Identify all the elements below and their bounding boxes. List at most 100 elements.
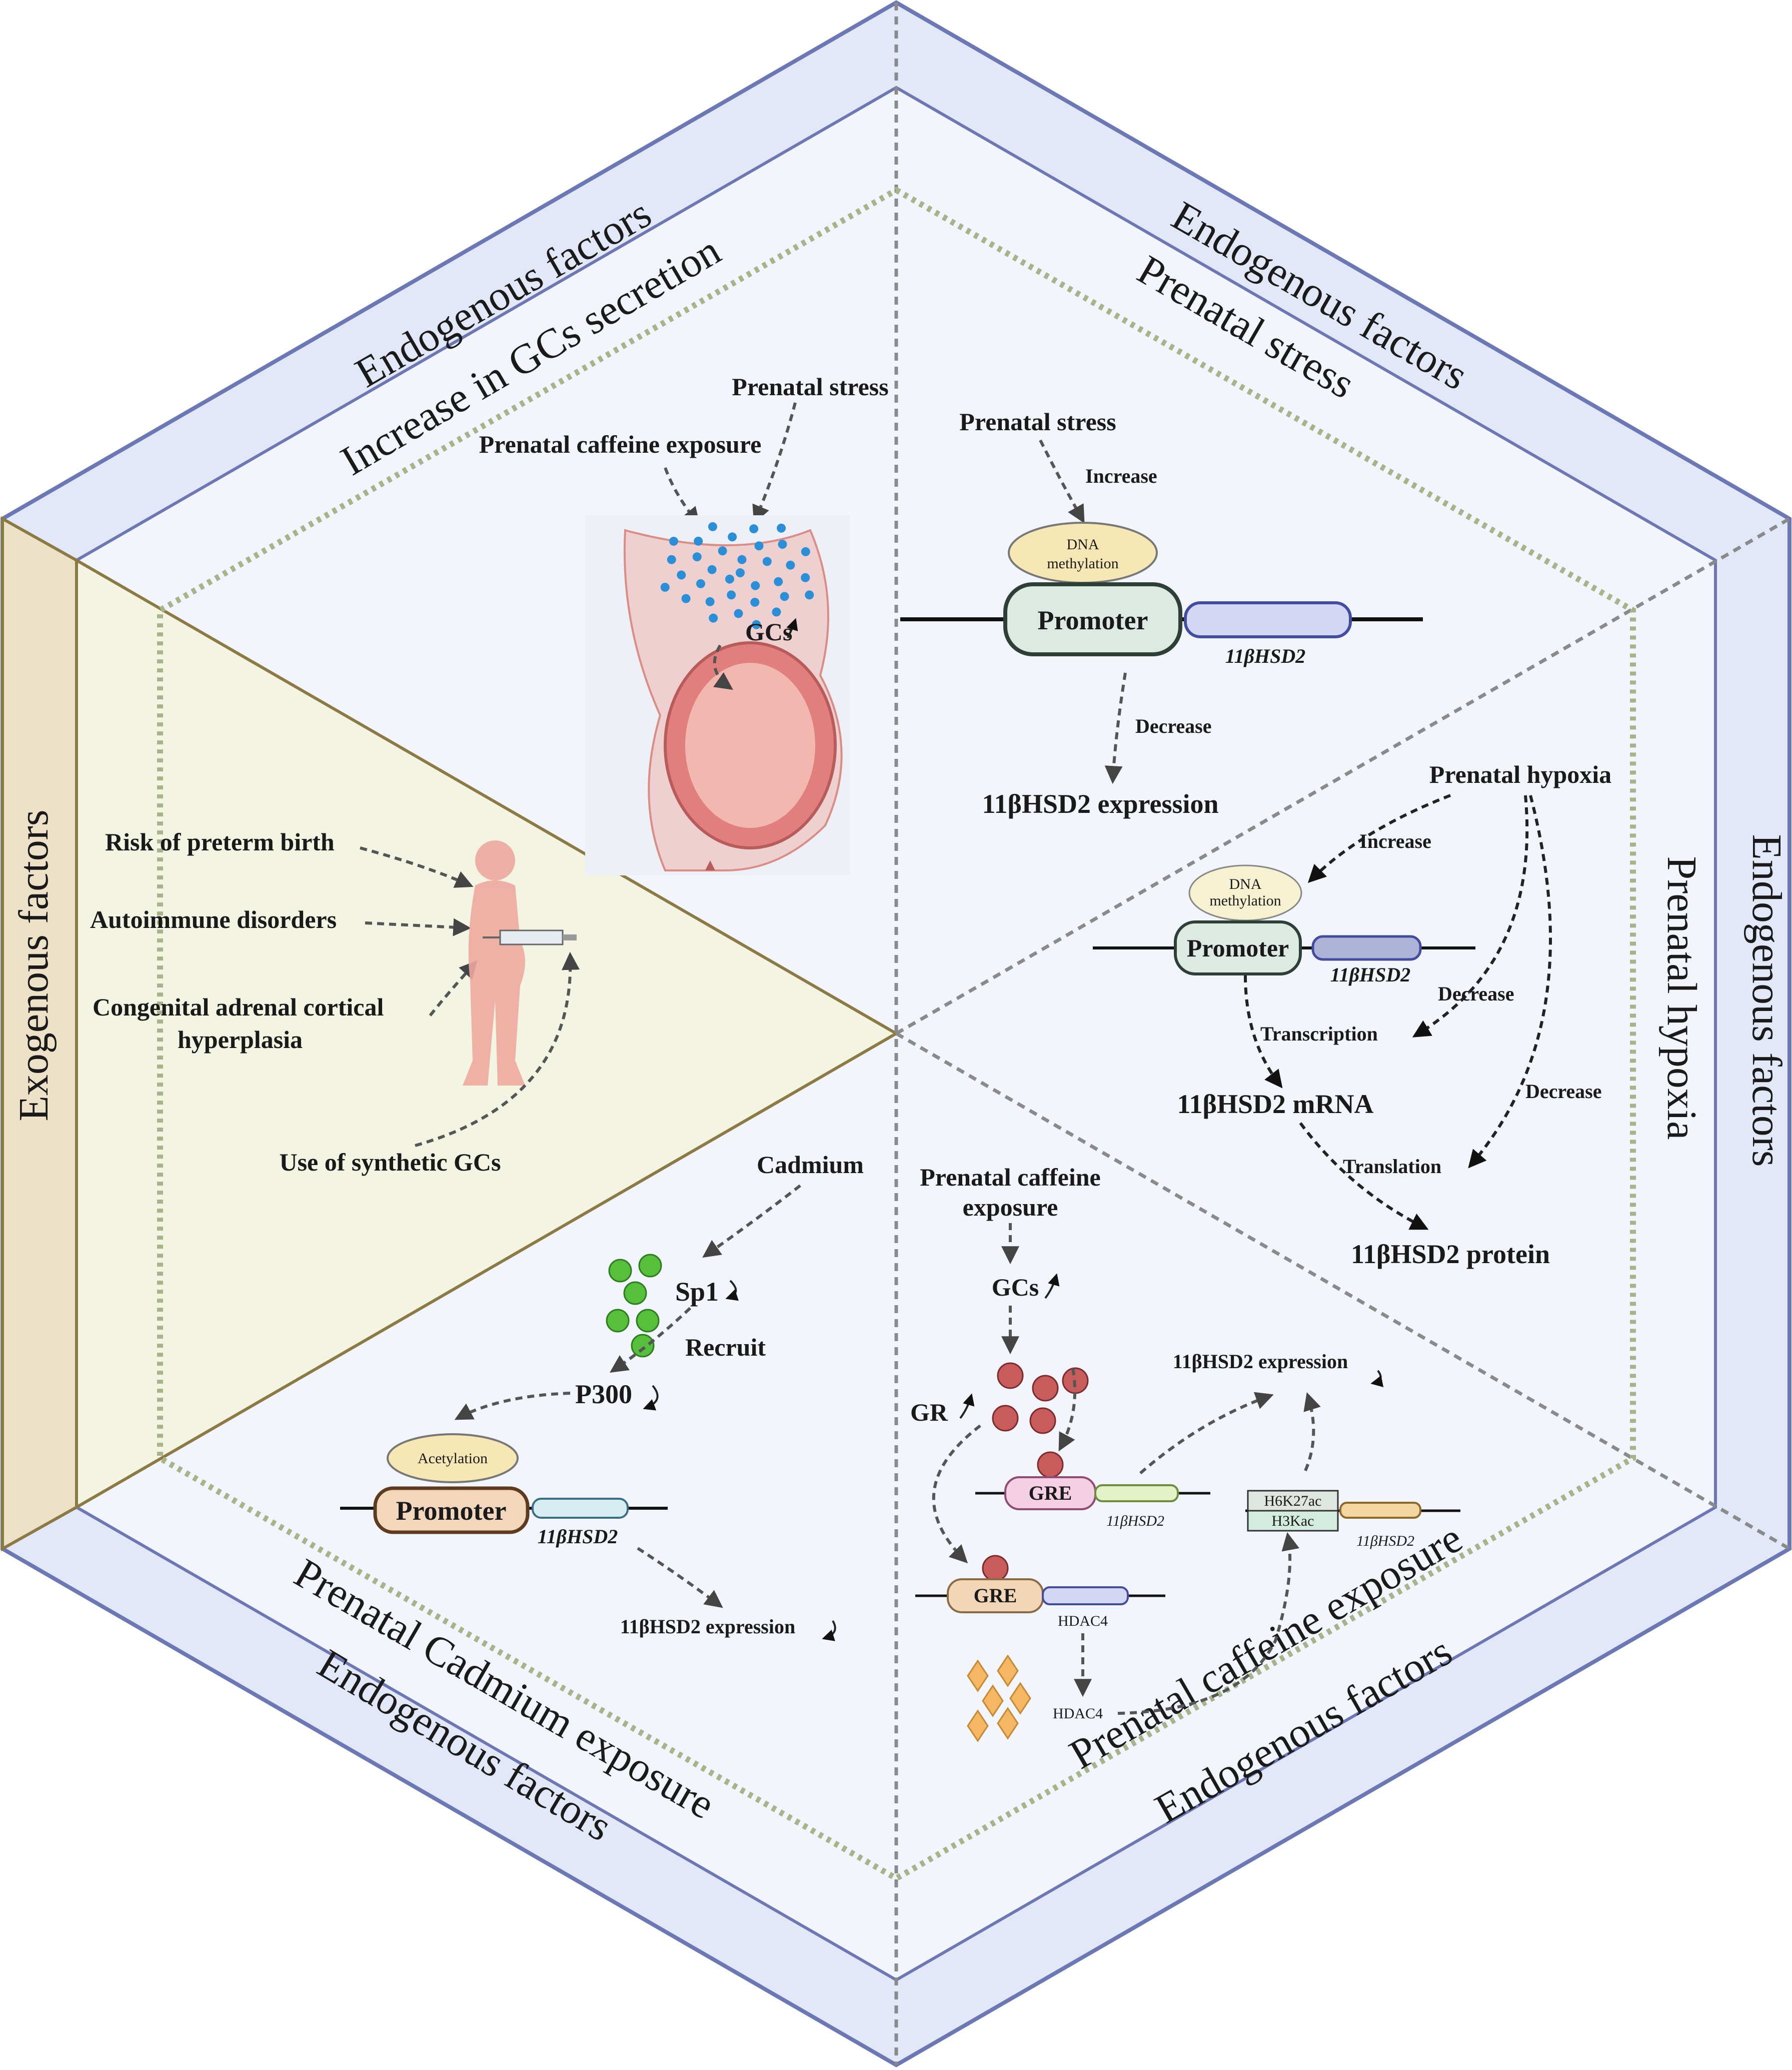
fetus-icon — [685, 663, 815, 828]
p300-down-icon — [643, 1385, 659, 1411]
gcs-molecule — [677, 570, 686, 580]
sector-prenatal-stress: Prenatal stress Increase DNA methylation… — [900, 408, 1423, 819]
promoter-label: Promoter — [396, 1496, 507, 1526]
label-expression: 11βHSD2 expression — [982, 789, 1218, 819]
arrow-histone-expression — [1303, 1392, 1321, 1472]
arrow-gcs-uterus — [713, 644, 733, 690]
label-stress-source: Prenatal stress — [959, 408, 1116, 436]
gene-label: 11βHSD2 — [1356, 1533, 1414, 1549]
gr-molecules — [992, 1362, 1089, 1434]
sp1-molecule — [631, 1334, 655, 1358]
label-gcs: GCs — [992, 1273, 1039, 1301]
gcs-molecule — [660, 582, 670, 592]
gcs-molecule — [681, 594, 691, 603]
gcs-molecule — [667, 555, 676, 564]
sp1-icon — [725, 1280, 739, 1301]
sector-gcs-secretion: Prenatal stress Prenatal caffeine exposu… — [479, 373, 889, 875]
expression-down-icon — [1370, 1370, 1384, 1387]
label-expression: 11βHSD2 expression — [620, 1615, 795, 1638]
h6k27ac-label: H6K27ac — [1264, 1493, 1322, 1509]
hdac4-gene-label: HDAC4 — [1058, 1613, 1108, 1629]
label-decrease-2: Decrease — [1525, 1080, 1602, 1103]
gcs-up-icon — [1044, 1273, 1060, 1299]
dna-label-1: DNA — [1067, 536, 1099, 553]
dna-methylation-icon — [1008, 522, 1158, 584]
hdac4-molecule — [1009, 1682, 1031, 1715]
arrow-preterm — [360, 846, 474, 888]
promoter-label: Promoter — [1038, 605, 1148, 635]
sp1-molecule — [623, 1281, 647, 1305]
arrow-transcription — [1244, 975, 1283, 1089]
arrow-cadmium-sp1 — [702, 1184, 801, 1258]
gene-label: 11βHSD2 — [1225, 645, 1306, 667]
dna-label-2: methylation — [1209, 892, 1281, 909]
acetylation-icon — [387, 1433, 519, 1483]
gene-box — [1184, 601, 1352, 638]
gr-molecule — [992, 1405, 1019, 1432]
promoter-box — [1174, 920, 1302, 975]
gcs-molecule — [801, 547, 810, 556]
gcs-molecule — [786, 560, 795, 570]
hdac4-molecules — [967, 1654, 1031, 1742]
gene-box — [1339, 1502, 1421, 1519]
gr-molecule — [997, 1362, 1024, 1389]
promoter-box — [1003, 582, 1182, 656]
label-cadmium: Cadmium — [757, 1151, 864, 1179]
label-sp1: Sp1 — [675, 1277, 719, 1307]
sector-separators — [894, 3, 1790, 2065]
sector-prenatal-hypoxia: Prenatal hypoxia Increase DNA methylatio… — [1093, 760, 1611, 1269]
frame-title-left: Exogenous factors — [11, 810, 57, 1122]
gene-box — [1042, 1586, 1129, 1605]
gcs-molecule — [801, 573, 810, 582]
sector-caffeine: Prenatal caffeine exposure GCs GR GRE 11… — [910, 1163, 1460, 1742]
label-gr: GR — [910, 1398, 948, 1426]
arrow-expression — [637, 1547, 723, 1608]
gcs-molecule — [669, 536, 678, 546]
gcs-molecule — [708, 522, 717, 531]
label-decrease-1: Decrease — [1438, 982, 1514, 1005]
label-recruit: Recruit — [685, 1333, 766, 1361]
gcs-molecule — [718, 546, 727, 556]
h6k27ac-box — [1247, 1490, 1339, 1512]
promoter-label: Promoter — [1187, 934, 1289, 962]
gene-box — [532, 1498, 629, 1519]
hdac4-molecule — [967, 1659, 989, 1692]
arrow-caffeine — [664, 467, 700, 526]
gcs-molecule — [709, 613, 718, 623]
gcs-molecule — [754, 541, 764, 551]
gcs-molecule — [705, 597, 715, 606]
gcs-molecule — [692, 552, 702, 562]
arrow-gr-gre2 — [932, 1424, 981, 1564]
gcs-molecule — [772, 607, 781, 617]
gre-label: GRE — [1029, 1482, 1072, 1504]
gene-label: 11βHSD2 — [1106, 1513, 1164, 1529]
gcs-molecule — [727, 590, 736, 600]
sp1-molecule — [638, 1254, 662, 1278]
h3kac-box — [1247, 1510, 1339, 1532]
hdac4-molecule — [982, 1684, 1004, 1717]
label-gcs: GCs — [745, 618, 792, 646]
syringe-icon — [483, 929, 577, 945]
gr-bound-icon — [1037, 1451, 1064, 1478]
sector-title-prenatal-hypoxia: Prenatal hypoxia — [1658, 856, 1705, 1140]
acetylation-label: Acetylation — [418, 1450, 488, 1467]
label-exposure-1: Prenatal caffeine — [920, 1163, 1100, 1191]
gr-bound-icon — [982, 1555, 1009, 1582]
gcs-up-icon — [786, 618, 798, 638]
sp1-molecules — [606, 1254, 662, 1358]
gene-box — [1311, 935, 1422, 961]
gcs-molecule — [749, 524, 759, 534]
gcs-molecule — [736, 568, 745, 577]
label-preterm: Risk of preterm birth — [105, 828, 335, 856]
inner-dotted-ring — [157, 187, 1636, 1882]
gcs-molecule — [762, 557, 772, 566]
gcs-molecules — [660, 522, 814, 629]
sp1-molecule — [608, 1259, 632, 1283]
arrow-hypoxia-transcription — [1412, 795, 1529, 1038]
gcs-molecule — [780, 592, 789, 601]
sector-exogenous: Risk of preterm birth Autoimmune disorde… — [90, 828, 580, 1176]
gcs-molecule — [750, 597, 760, 607]
h3kac-label: H3Kac — [1272, 1513, 1314, 1529]
arrow-hypoxia-dna — [1307, 794, 1451, 883]
